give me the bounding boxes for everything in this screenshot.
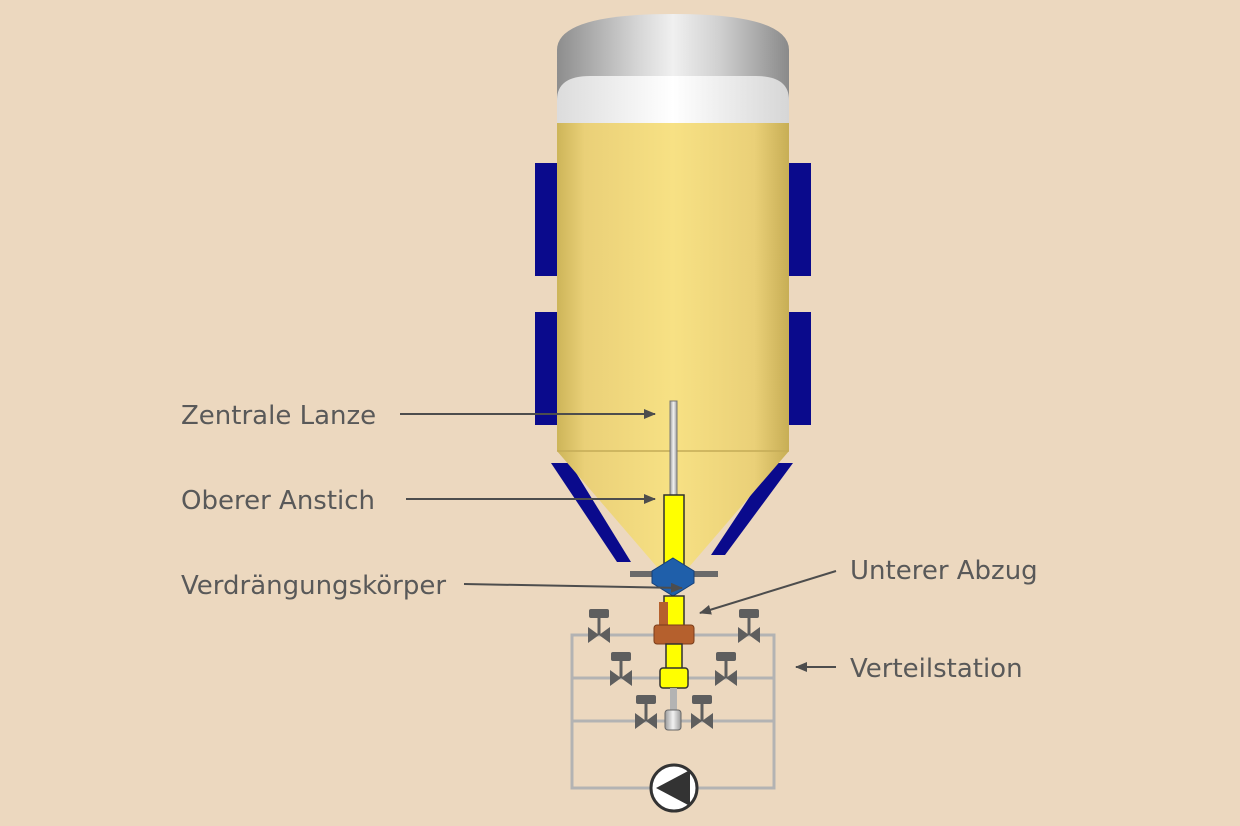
labels: Zentrale Lanze Oberer Anstich Verdrängun… [181,401,1038,684]
label-central-lance: Zentrale Lanze [181,401,376,431]
central-lance [651,400,695,731]
lower-outlet-block [653,624,695,645]
valve-icon[interactable] [691,695,713,729]
valve-icon[interactable] [715,652,737,686]
outlet-flange [630,571,718,577]
cooling-jacket [535,163,811,562]
label-displacer: Verdrängungskörper [181,571,446,601]
lance-grey-rod [670,688,677,713]
valves [588,609,760,729]
label-distribution-station: Verteilstation [850,654,1023,684]
arrow-displacer [463,582,683,593]
label-upper-tap: Oberer Anstich [181,486,375,516]
pump-icon[interactable] [649,763,699,813]
valve-icon[interactable] [610,652,632,686]
jacket-upper-left [535,163,557,276]
tank-headspace [557,76,789,124]
lance-bottom-cap [664,709,682,731]
lower-outlet-stub [659,602,668,627]
lance-yellow-low [665,643,683,671]
jacket-lower-left [535,312,557,425]
tank-liquid [557,123,789,451]
leader-arrows [400,409,837,672]
jacket-cone-right [711,463,793,555]
valve-icon[interactable] [588,609,610,643]
lance-upper-rod [669,400,678,497]
lance-yellow-foot [659,667,689,689]
valve-icon[interactable] [635,695,657,729]
arrow-lower-outlet [699,570,837,615]
valve-icon[interactable] [738,609,760,643]
jacket-lower-right [789,312,811,425]
jacket-cone-left [551,463,631,562]
jacket-upper-right [789,163,811,276]
label-lower-outlet: Unterer Abzug [850,556,1038,586]
upper-tap-sleeve [663,494,685,566]
